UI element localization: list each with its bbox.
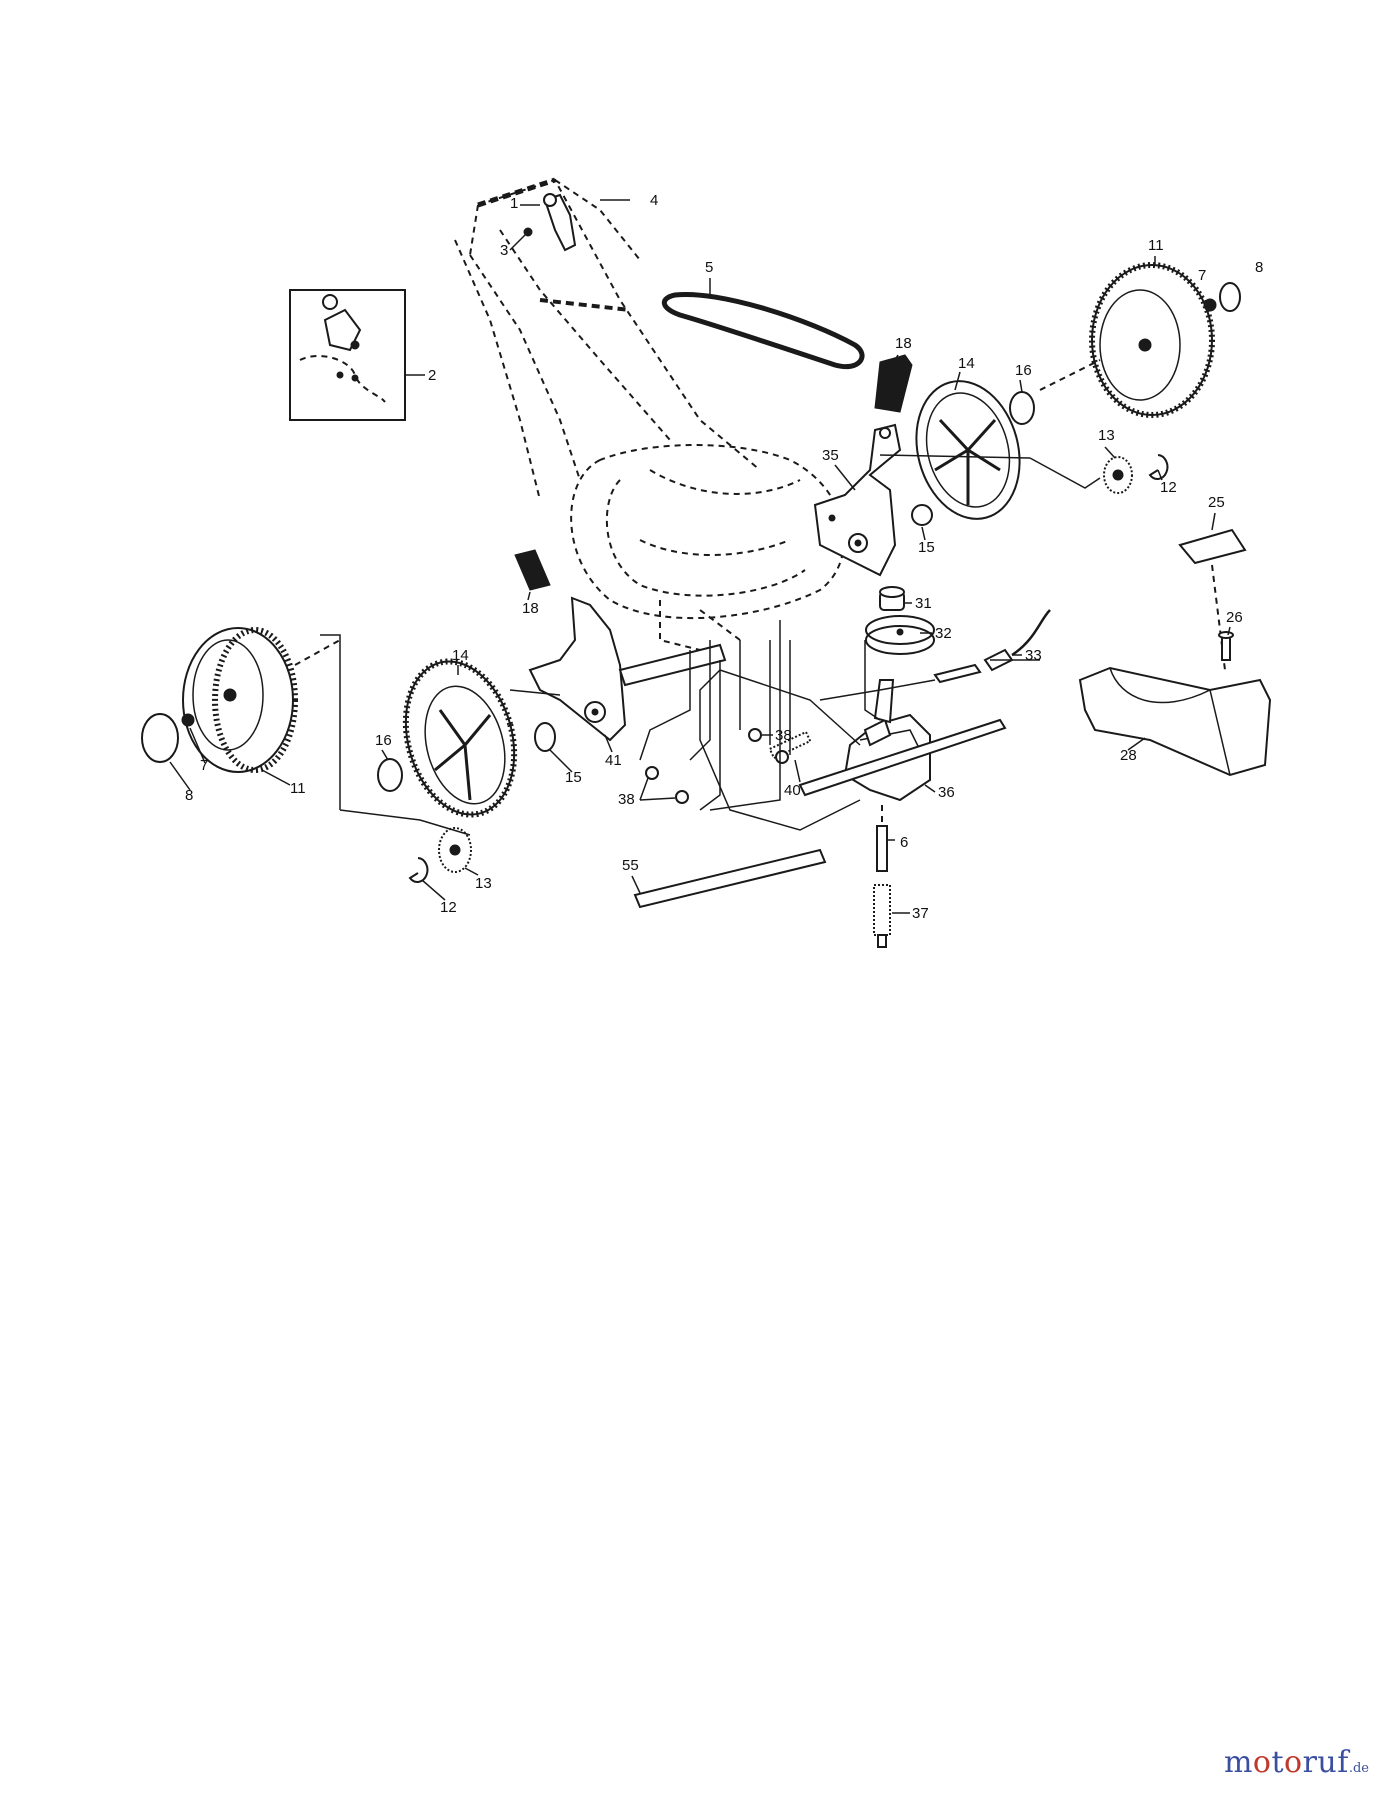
- label-18-right: 18: [895, 335, 912, 352]
- label-25: 25: [1208, 494, 1225, 511]
- label-11-left: 11: [290, 780, 306, 797]
- wheel-cover-left: [514, 549, 551, 591]
- label-7-left: 7: [200, 757, 208, 774]
- nut-38-c: [645, 766, 659, 780]
- label-55: 55: [622, 857, 639, 874]
- label-15-right: 15: [918, 539, 935, 556]
- hubcap-left: [402, 658, 518, 818]
- label-35: 35: [822, 447, 839, 464]
- decal-25: [1178, 528, 1247, 565]
- assembly-leaders: [639, 620, 791, 811]
- clip-left: [408, 857, 429, 883]
- label-3: 3: [500, 242, 508, 259]
- label-8-right: 8: [1255, 259, 1263, 276]
- label-36: 36: [938, 784, 955, 801]
- part-labels: 1 2 3 4 5 6 7 7 8 8 11 11 12 12 13 13 14…: [185, 192, 1263, 922]
- label-14-left: 14: [452, 647, 469, 664]
- label-14-right: 14: [958, 355, 975, 372]
- control-assembly-inset: [289, 289, 406, 421]
- handle-phantom-outline: [454, 177, 761, 501]
- label-33: 33: [1025, 647, 1042, 664]
- label-16-right: 16: [1015, 362, 1032, 379]
- rod-55: [633, 848, 827, 909]
- label-32: 32: [935, 625, 952, 642]
- transmission: [699, 669, 1007, 831]
- nut-38-a: [748, 728, 762, 742]
- gear-right-small: [911, 504, 933, 526]
- label-4: 4: [650, 192, 658, 209]
- rear-shield: [1078, 666, 1272, 777]
- label-7-right: 7: [1198, 267, 1206, 284]
- height-adjuster-right: [813, 423, 902, 577]
- label-2: 2: [428, 367, 436, 384]
- watermark: motoruf.de: [1223, 1745, 1369, 1780]
- label-41: 41: [605, 752, 622, 769]
- label-28: 28: [1120, 747, 1137, 764]
- label-18-left: 18: [522, 600, 539, 617]
- control-cable: [819, 609, 1051, 701]
- label-12-right: 12: [1160, 479, 1177, 496]
- label-37: 37: [912, 905, 929, 922]
- nut-38-b: [775, 750, 789, 764]
- wheel-right: [1039, 262, 1215, 418]
- label-leaders: [169, 204, 1231, 914]
- axle-left: [618, 643, 727, 687]
- gear-right: [1029, 456, 1133, 494]
- washer-left: [377, 758, 403, 792]
- washer-right: [1009, 391, 1035, 425]
- wheel-left: [182, 627, 341, 773]
- label-1: 1: [510, 195, 518, 212]
- control-lever: [523, 193, 630, 252]
- label-13-left: 13: [475, 875, 492, 892]
- label-11-right: 11: [1148, 237, 1164, 254]
- spring-37: [873, 884, 891, 948]
- label-38-a: 38: [775, 727, 792, 744]
- height-adjuster-left: [509, 596, 627, 742]
- label-16-left: 16: [375, 732, 392, 749]
- label-26: 26: [1226, 609, 1243, 626]
- pulley-32: [864, 615, 935, 721]
- pinion-shaft: [876, 805, 888, 872]
- cap-right: [1219, 282, 1241, 312]
- cap-31: [879, 586, 905, 611]
- bearing-left: [534, 722, 556, 752]
- label-12-left: 12: [440, 899, 457, 916]
- axle-leader-right: [879, 454, 1031, 459]
- label-40: 40: [784, 782, 801, 799]
- cap-left: [141, 713, 179, 763]
- gear-left: [320, 634, 472, 873]
- label-13-right: 13: [1098, 427, 1115, 444]
- drive-belt: [661, 291, 865, 370]
- hubcap-right: [915, 380, 1021, 520]
- clip-right: [1148, 454, 1169, 480]
- label-31: 31: [915, 595, 932, 612]
- screw-26: [1218, 631, 1234, 661]
- deck-phantom-outline: [570, 444, 845, 651]
- label-38-b: 38: [618, 791, 635, 808]
- nut-left: [181, 713, 195, 727]
- label-8-left: 8: [185, 787, 193, 804]
- nut-right: [1203, 298, 1217, 312]
- label-6: 6: [900, 834, 908, 851]
- nut-38-d: [675, 790, 689, 804]
- wheel-cover-right: [874, 354, 913, 413]
- label-15-left: 15: [565, 769, 582, 786]
- label-5: 5: [705, 259, 713, 276]
